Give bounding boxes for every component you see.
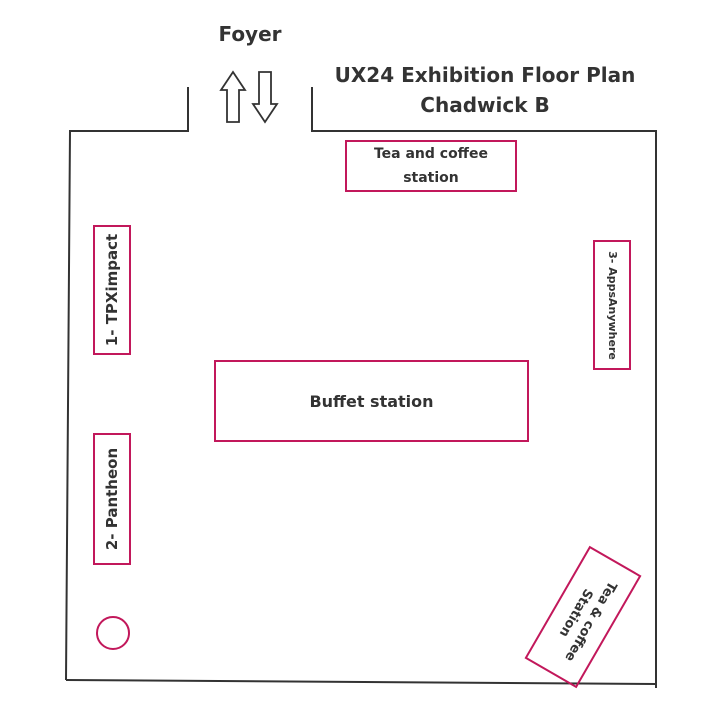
title-line-1: UX24 Exhibition Floor Plan [334,63,636,87]
circle-marker [96,616,130,650]
exhibitor-pantheon: 2- Pantheon [93,433,131,565]
foyer-label: Foyer [218,22,282,46]
apps-label: 3- AppsAnywhere [605,250,619,360]
tpx-label: 1- TPXimpact [103,233,121,347]
tea-coffee-station-top: Tea and coffee station [345,140,517,192]
wall-right-top [311,87,657,688]
buffet-station: Buffet station [214,360,529,442]
exhibitor-tpximpact: 1- TPXimpact [93,225,131,355]
tea-top-line-1: Tea and coffee [373,146,489,162]
wall-left-top [65,87,189,681]
pantheon-label: 2- Pantheon [103,447,122,551]
title-line-2: Chadwick B [420,93,550,117]
buffet-label: Buffet station [309,391,434,411]
floor-plan-title: UX24 Exhibition Floor Plan Chadwick B [300,60,670,120]
tea-top-line-2: station [403,170,459,186]
arrow-down-icon [251,71,279,124]
wall-bottom [65,679,657,685]
arrow-up-icon [219,70,247,123]
exhibitor-appsanywhere: 3- AppsAnywhere [593,240,631,370]
